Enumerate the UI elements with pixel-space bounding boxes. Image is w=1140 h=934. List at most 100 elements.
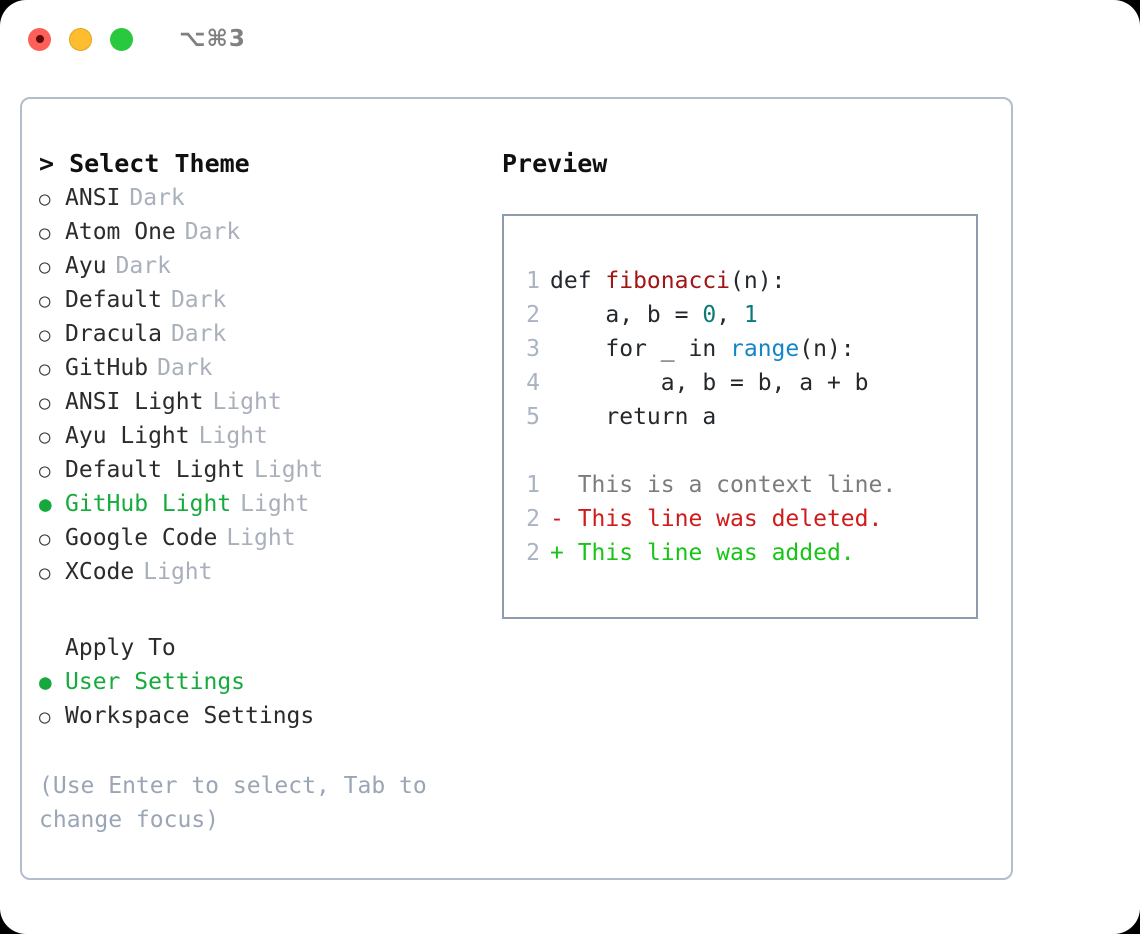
- radio-unselected-icon: ○: [39, 460, 51, 482]
- code-token: 1: [743, 302, 758, 328]
- radio-unselected-icon: ○: [39, 188, 51, 210]
- theme-option[interactable]: ● GitHub Light Light: [39, 487, 479, 521]
- diff-line-text: This line was added.: [577, 540, 855, 566]
- theme-option-label: Ayu Light: [65, 423, 190, 449]
- radio-unselected-icon: ○: [39, 222, 51, 244]
- code-token: a, b = b, a + b: [550, 370, 869, 396]
- apply-to-label: Apply To: [65, 635, 176, 661]
- theme-option-variant: Light: [254, 457, 324, 483]
- code-token: (n):: [730, 268, 786, 294]
- diff-line: 1 This is a context line.: [504, 468, 976, 502]
- theme-option-variant: Light: [198, 423, 268, 449]
- theme-option[interactable]: ○ Default Dark: [39, 283, 479, 317]
- code-token: def: [550, 268, 606, 294]
- diff-line-text: This line was deleted.: [577, 506, 883, 532]
- theme-option-label: Dracula: [65, 321, 162, 347]
- theme-option[interactable]: ○ Google Code Light: [39, 521, 479, 555]
- keyboard-shortcut-label: ⌥⌘3: [179, 26, 246, 52]
- code-line-content: a, b = b, a + b: [550, 366, 869, 400]
- code-line: 1 def fibonacci(n):: [504, 264, 976, 298]
- radio-selected-icon: ●: [39, 492, 52, 516]
- line-number: 4: [526, 370, 540, 396]
- maximize-icon[interactable]: [110, 27, 133, 51]
- theme-option-label: Atom One: [65, 219, 176, 245]
- diff-line: 2- This line was deleted.: [504, 502, 976, 536]
- minimize-icon[interactable]: [69, 27, 92, 51]
- line-number: 2: [526, 540, 540, 566]
- theme-option-label: GitHub Light: [65, 491, 232, 517]
- radio-unselected-icon: ○: [39, 256, 51, 278]
- theme-option-variant: Dark: [129, 185, 185, 211]
- code-line-content: return a: [550, 400, 716, 434]
- apply-to-option[interactable]: ○Workspace Settings: [39, 699, 479, 733]
- code-token: a, b =: [550, 302, 703, 328]
- theme-option-label: Default: [65, 287, 162, 313]
- diff-line: 2 + This line was added.: [504, 536, 976, 570]
- diff-marker: [550, 468, 578, 502]
- title-bar: ⌥⌘3: [0, 0, 1140, 78]
- code-line: 4 a, b = b, a + b: [504, 366, 976, 400]
- theme-option-variant: Light: [226, 525, 296, 551]
- code-token: range: [730, 336, 800, 362]
- radio-unselected-icon: ○: [39, 426, 51, 448]
- theme-option-variant: Light: [143, 559, 213, 585]
- apply-to-option-label: User Settings: [65, 669, 246, 695]
- theme-option-label: Ayu: [65, 253, 107, 279]
- code-token: fibonacci: [605, 268, 731, 294]
- apply-to-option[interactable]: ●User Settings: [39, 665, 479, 699]
- radio-unselected-icon: ○: [39, 358, 51, 380]
- radio-unselected-icon: ○: [39, 324, 51, 346]
- theme-option-variant: Light: [212, 389, 282, 415]
- theme-option[interactable]: ○ Default Light Light: [39, 453, 479, 487]
- theme-option-label: ANSI: [65, 185, 121, 211]
- apply-to-list[interactable]: ●User Settings○Workspace Settings: [39, 665, 479, 733]
- theme-option-label: Default Light: [65, 457, 246, 483]
- record-indicator-icon: [35, 35, 44, 43]
- line-number: 5: [526, 404, 540, 430]
- line-number: 1: [526, 268, 540, 294]
- theme-option[interactable]: ○ ANSI Dark: [39, 181, 479, 215]
- diff-line-text: This is a context line.: [577, 472, 897, 498]
- line-number: 2: [526, 506, 540, 532]
- code-token: (n):: [799, 336, 855, 362]
- theme-option[interactable]: ○ Atom One Dark: [39, 215, 479, 249]
- code-token: 0: [702, 302, 717, 328]
- theme-option-label: Google Code: [65, 525, 218, 551]
- code-line-content: def fibonacci(n):: [550, 264, 785, 298]
- code-token: for _ in: [550, 336, 731, 362]
- radio-unselected-icon: ○: [39, 562, 51, 584]
- code-line-content: a, b = 0, 1: [550, 298, 758, 332]
- radio-unselected-icon: ○: [39, 290, 51, 312]
- code-token: return a: [550, 404, 717, 430]
- keyboard-hint: (Use Enter to select, Tab to change focu…: [39, 773, 441, 833]
- window-controls: [28, 27, 133, 51]
- theme-option-variant: Light: [240, 491, 310, 517]
- diff-marker: +: [550, 540, 578, 566]
- line-number: 2: [526, 302, 540, 328]
- radio-unselected-icon: ○: [39, 528, 51, 550]
- theme-option-label: GitHub: [65, 355, 149, 381]
- preview-title: Preview: [502, 149, 608, 178]
- theme-option-variant: Dark: [184, 219, 241, 245]
- radio-unselected-icon: ○: [39, 392, 51, 414]
- close-icon[interactable]: [28, 27, 51, 51]
- line-number: 3: [526, 336, 540, 362]
- page-title: > Select Theme: [39, 149, 250, 178]
- code-line: 3 for _ in range(n):: [504, 332, 976, 366]
- theme-option-variant: Dark: [170, 287, 227, 313]
- line-number: 1: [526, 472, 540, 498]
- code-line: 5 return a: [504, 400, 976, 434]
- theme-option[interactable]: ○ Ayu Light Light: [39, 419, 479, 453]
- diff-marker: -: [550, 506, 578, 532]
